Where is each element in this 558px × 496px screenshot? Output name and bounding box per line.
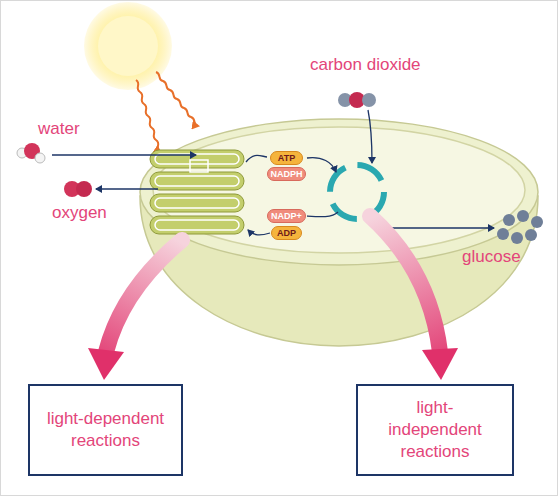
substance-label: water xyxy=(38,120,80,139)
substance-label: oxygen xyxy=(52,204,107,223)
cycle-arrow xyxy=(307,212,338,217)
box-label: light-independent reactions xyxy=(380,397,490,463)
molecule-name: NADP+ xyxy=(271,212,302,221)
glucose-atom xyxy=(531,216,543,228)
molecule-name: NADPH xyxy=(270,170,302,179)
hydrogen-atom xyxy=(35,153,45,163)
cycle-arrow xyxy=(246,155,267,162)
thylakoid-edge xyxy=(155,198,239,208)
glucose-atom xyxy=(497,228,509,240)
pointer-arrow-head xyxy=(422,348,458,380)
energy-carrier: NADPH xyxy=(267,167,306,181)
input-arrow xyxy=(52,154,196,155)
reaction-box: light-independent reactions xyxy=(356,384,514,476)
pointer-arrow-head xyxy=(88,348,124,380)
thylakoid xyxy=(150,194,244,212)
oxygen-atom xyxy=(362,93,376,107)
molecule-name: ADP xyxy=(277,229,296,238)
reaction-box: light-dependent reactions xyxy=(28,384,183,476)
molecule-name: ATP xyxy=(278,154,295,163)
thylakoid-edge xyxy=(155,220,239,230)
oxygen-atom xyxy=(76,181,92,197)
glucose-atom xyxy=(525,229,537,241)
pointer-arrow xyxy=(106,240,182,352)
thylakoid xyxy=(150,172,244,190)
box-label: light-dependent reactions xyxy=(40,408,171,452)
glucose-atom xyxy=(503,214,515,226)
cycle-arrow xyxy=(248,230,270,235)
sun xyxy=(98,16,158,76)
glucose-atom xyxy=(517,210,529,222)
pointer-arrow xyxy=(370,216,440,352)
light-ray xyxy=(156,72,198,126)
substance-label: glucose xyxy=(462,248,521,267)
input-arrow xyxy=(368,110,372,163)
chloroplast-outer-membrane xyxy=(140,119,538,265)
thylakoid-edge xyxy=(155,176,239,186)
focus-square xyxy=(190,160,208,172)
output-arrow xyxy=(96,188,158,189)
substance-label: carbon dioxide xyxy=(310,56,421,75)
energy-carrier: NADP+ xyxy=(267,209,306,223)
cycle-arrow xyxy=(307,158,336,172)
light-ray xyxy=(136,80,160,152)
energy-carrier: ATP xyxy=(270,151,303,165)
energy-carrier: ADP xyxy=(271,226,302,240)
thylakoid xyxy=(150,150,244,168)
output-arrow xyxy=(378,227,494,228)
thylakoid xyxy=(150,216,244,234)
glucose-atom xyxy=(511,232,523,244)
